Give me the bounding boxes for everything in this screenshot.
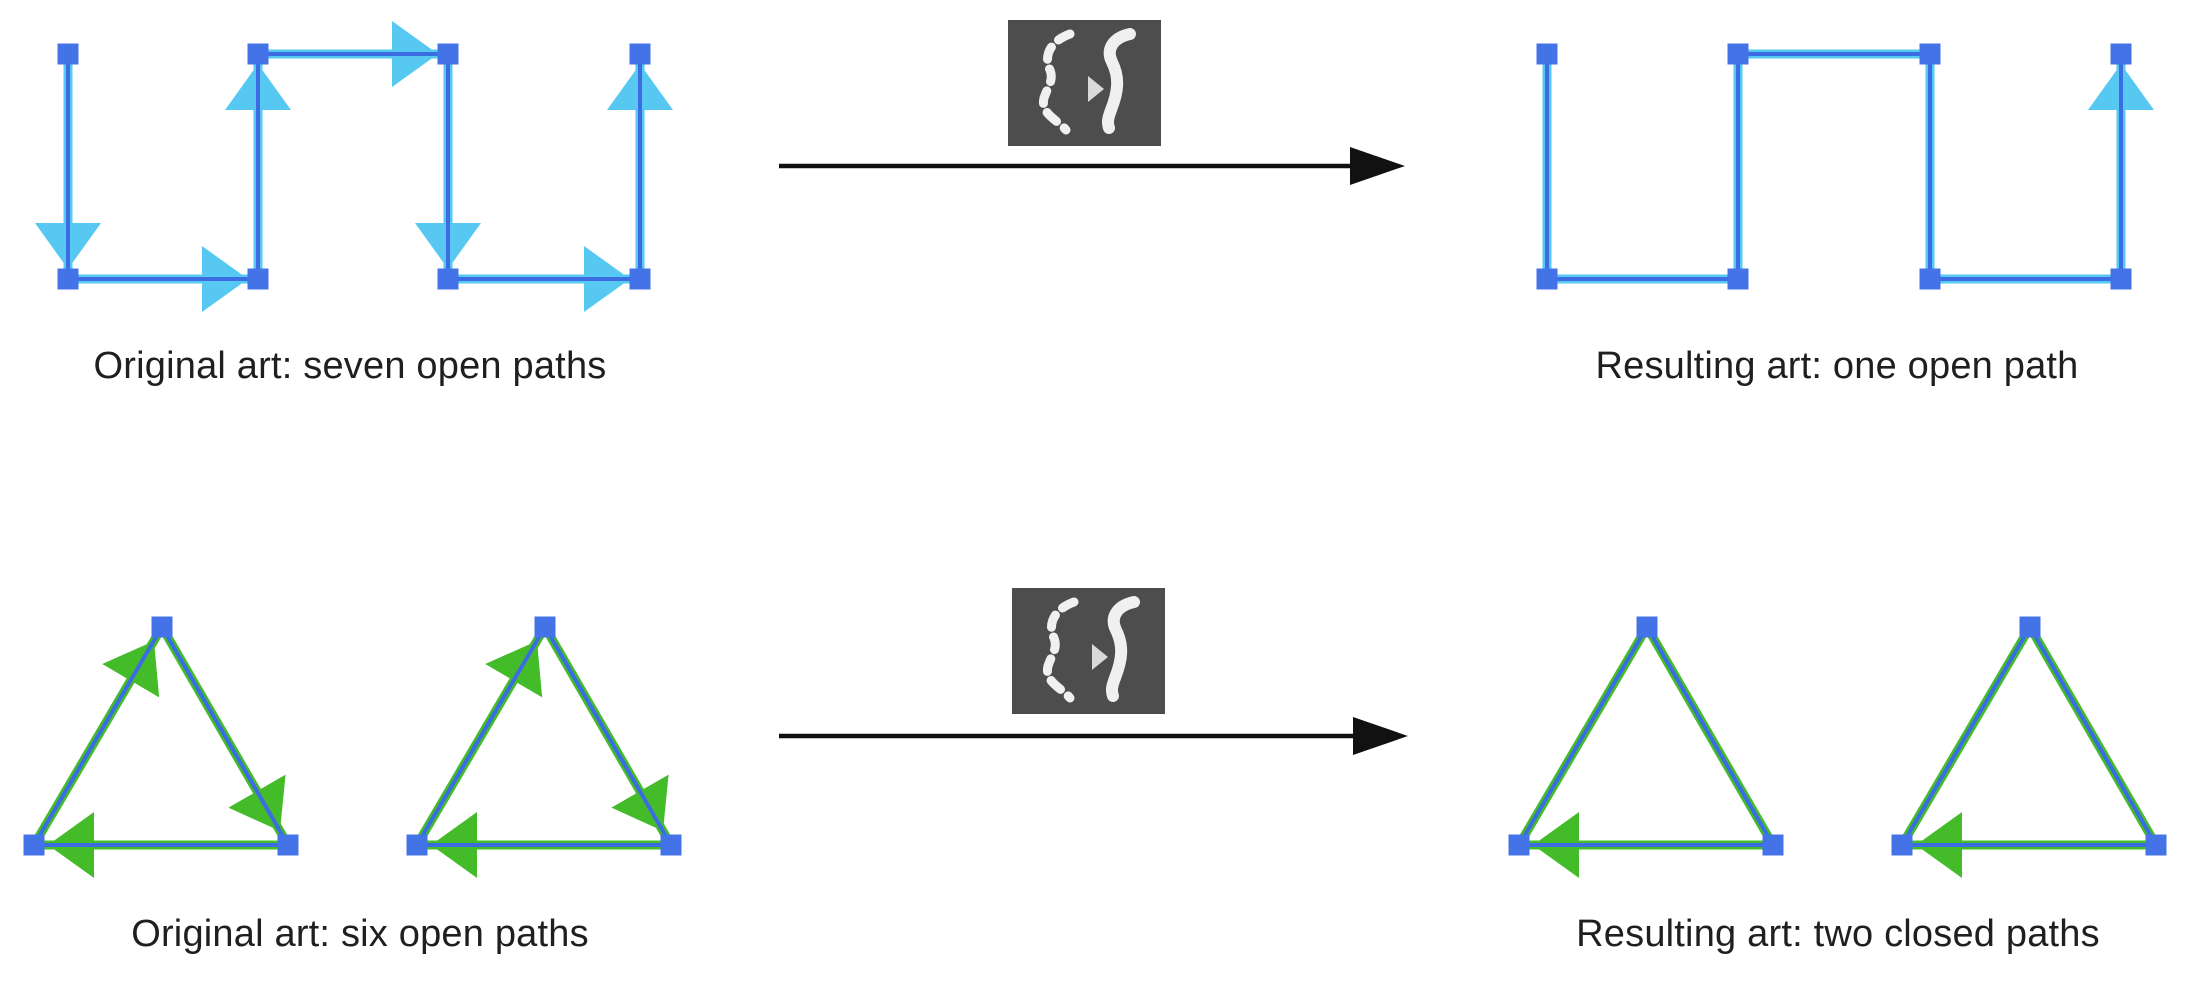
caption-original-top: Original art: seven open paths bbox=[93, 345, 607, 387]
caption-original-bottom: Original art: six open paths bbox=[131, 913, 589, 955]
result-closed-triangle-2 bbox=[1891, 616, 2167, 878]
result-one-open-path bbox=[1536, 43, 2154, 290]
anchor-node bbox=[1727, 43, 1749, 65]
anchor-node bbox=[2145, 834, 2167, 856]
anchor-node bbox=[1891, 834, 1913, 856]
anchor-node bbox=[629, 43, 651, 65]
original-triangle-1 bbox=[23, 616, 299, 878]
anchor-node bbox=[1919, 268, 1941, 290]
anchor-node bbox=[1636, 616, 1658, 638]
join-paths-icon bbox=[1008, 20, 1161, 146]
transform-arrowhead bbox=[1350, 147, 1405, 185]
path-outer-stroke bbox=[1511, 618, 1781, 850]
anchor-node bbox=[247, 268, 269, 290]
icon-solid-curve bbox=[1101, 28, 1136, 134]
icon-solid-curve bbox=[1105, 596, 1140, 702]
anchor-node bbox=[437, 43, 459, 65]
path-core-stroke bbox=[160, 625, 290, 847]
anchor-node bbox=[1536, 268, 1558, 290]
anchor-node bbox=[57, 43, 79, 65]
path-core-stroke bbox=[1545, 52, 2123, 281]
anchor-node bbox=[2110, 43, 2132, 65]
transform-arrow bbox=[779, 717, 1408, 755]
path-outer-stroke bbox=[1542, 49, 2126, 284]
anchor-node bbox=[406, 834, 428, 856]
transform-arrow bbox=[779, 147, 1405, 185]
anchor-node bbox=[57, 268, 79, 290]
path-core-stroke bbox=[415, 625, 547, 847]
icon-arrow-triangle bbox=[1092, 644, 1108, 670]
anchor-node bbox=[151, 616, 173, 638]
anchor-node bbox=[437, 268, 459, 290]
anchor-node bbox=[660, 834, 682, 856]
anchor-node bbox=[1508, 834, 1530, 856]
path-core-stroke bbox=[543, 625, 673, 847]
transform-arrowhead bbox=[1353, 717, 1408, 755]
anchor-node bbox=[1762, 834, 1784, 856]
original-seven-open-paths bbox=[35, 21, 673, 312]
icon-dashed-curve bbox=[1038, 29, 1075, 135]
anchor-node bbox=[534, 616, 556, 638]
path-core-stroke bbox=[1898, 623, 2160, 847]
icon-background bbox=[1008, 20, 1161, 146]
original-triangle-2 bbox=[406, 616, 682, 878]
join-paths-icon bbox=[1012, 588, 1165, 714]
anchor-node bbox=[2110, 268, 2132, 290]
anchor-node bbox=[1919, 43, 1941, 65]
path-outer-stroke bbox=[1894, 618, 2164, 850]
anchor-node bbox=[23, 834, 45, 856]
anchor-node bbox=[1536, 43, 1558, 65]
path-core-stroke bbox=[1515, 623, 1777, 847]
anchor-node bbox=[2019, 616, 2041, 638]
anchor-node bbox=[247, 43, 269, 65]
caption-result-bottom: Resulting art: two closed paths bbox=[1576, 913, 2100, 955]
result-closed-triangle-1 bbox=[1508, 616, 1784, 878]
anchor-node bbox=[629, 268, 651, 290]
path-core-stroke bbox=[32, 625, 164, 847]
caption-result-top: Resulting art: one open path bbox=[1595, 345, 2079, 387]
icon-background bbox=[1012, 588, 1165, 714]
icon-dashed-curve bbox=[1042, 597, 1079, 703]
anchor-node bbox=[277, 834, 299, 856]
anchor-node bbox=[1727, 268, 1749, 290]
icon-arrow-triangle bbox=[1088, 76, 1104, 102]
